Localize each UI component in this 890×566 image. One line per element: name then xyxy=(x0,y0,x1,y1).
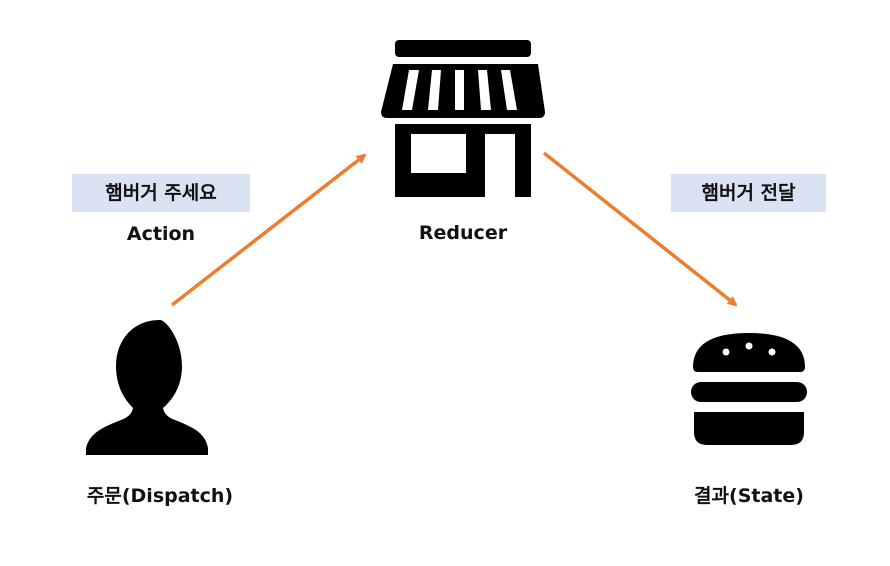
deliver-message-tag: 햄버거 전달 xyxy=(671,174,826,212)
store-icon xyxy=(381,40,545,197)
hamburger-icon xyxy=(691,333,807,445)
action-message-tag: 햄버거 주세요 xyxy=(72,174,250,212)
action-label: Action xyxy=(126,223,196,245)
dispatch-label: 주문(Dispatch) xyxy=(86,485,234,507)
deliver-arrow xyxy=(542,151,738,307)
state-label: 결과(State) xyxy=(694,485,804,507)
action-arrow xyxy=(170,153,367,307)
reducer-label: Reducer xyxy=(418,222,508,244)
person-icon xyxy=(86,320,208,455)
